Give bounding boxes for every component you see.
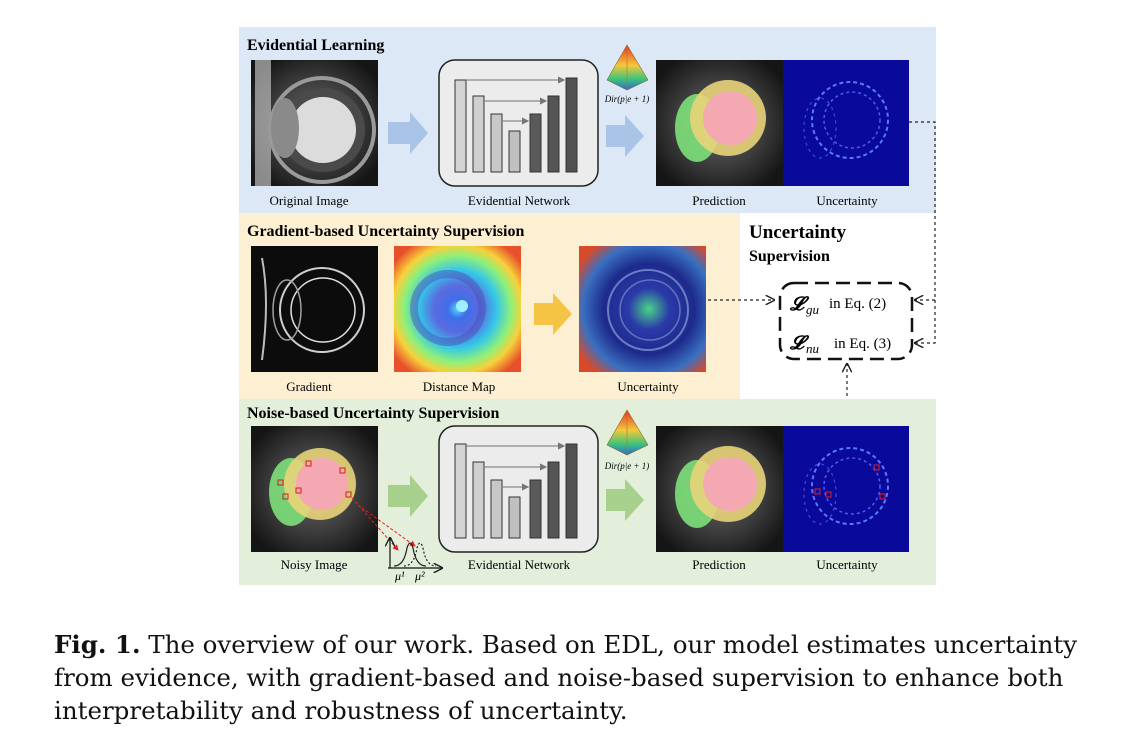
section-title-noise: Noise-based Uncertainty Supervision <box>247 405 500 422</box>
label-evidential-network-2: Evidential Network <box>468 557 571 572</box>
figure-caption: Fig. 1. The overview of our work. Based … <box>54 628 1094 727</box>
mu2-label: μ² <box>414 569 425 583</box>
evidential-network-2 <box>438 425 599 553</box>
prediction-image-2 <box>656 426 783 552</box>
section-title-gradient: Gradient-based Uncertainty Supervision <box>247 223 524 240</box>
arrow-blue-2 <box>606 115 644 157</box>
loss-gu-ref: in Eq. (2) <box>829 296 886 312</box>
label-noisy-image: Noisy Image <box>281 557 348 572</box>
dirichlet-simplex-icon <box>606 44 649 91</box>
arrow-blue-1 <box>388 112 428 154</box>
label-uncertainty-3: Uncertainty <box>816 557 878 572</box>
dashed-connectors <box>708 121 936 426</box>
uncertainty-map-2 <box>783 426 909 552</box>
gaussian-shift-icon <box>351 497 442 568</box>
dirichlet-label-2: Dir(p|e + 1) <box>604 461 650 471</box>
label-uncertainty-2: Uncertainty <box>617 379 679 394</box>
prediction-image <box>656 60 783 186</box>
arrow-green-2 <box>606 479 644 521</box>
dirichlet-simplex-icon-2 <box>606 409 649 456</box>
label-evidential-network-1: Evidential Network <box>468 193 571 208</box>
arrow-orange <box>534 293 572 335</box>
label-uncertainty-1: Uncertainty <box>816 193 878 208</box>
arrow-green-1 <box>388 475 428 517</box>
overview-diagram: Evidential Learning Original Image Evide… <box>239 27 936 585</box>
original-image <box>251 60 378 186</box>
label-distance-map: Distance Map <box>423 379 496 394</box>
loss-gu-subscript: gu <box>806 302 820 317</box>
label-original-image: Original Image <box>269 193 348 208</box>
gradient-image <box>251 246 378 372</box>
distance-map-image <box>394 246 521 372</box>
label-prediction-2: Prediction <box>692 557 746 572</box>
loss-box: 𝓛 gu in Eq. (2) 𝓛 nu in Eq. (3) <box>778 281 914 361</box>
uncertainty-map <box>783 60 909 186</box>
label-gradient: Gradient <box>286 379 332 394</box>
uncertainty-heatmap <box>579 246 706 372</box>
section-title-evidential-learning: Evidential Learning <box>247 37 384 54</box>
uncertainty-supervision-title: Uncertainty <box>749 222 847 243</box>
label-prediction-1: Prediction <box>692 193 746 208</box>
mu1-label: μ¹ <box>394 569 405 583</box>
evidential-network-1 <box>438 59 599 187</box>
uncertainty-supervision-subtitle: Supervision <box>749 248 830 265</box>
caption-label: Fig. 1. <box>54 630 141 659</box>
noisy-image <box>251 426 378 552</box>
loss-nu-ref: in Eq. (3) <box>834 336 891 352</box>
caption-text: The overview of our work. Based on EDL, … <box>54 630 1078 725</box>
dirichlet-label-1: Dir(p|e + 1) <box>604 94 650 104</box>
loss-nu-subscript: nu <box>806 341 820 356</box>
